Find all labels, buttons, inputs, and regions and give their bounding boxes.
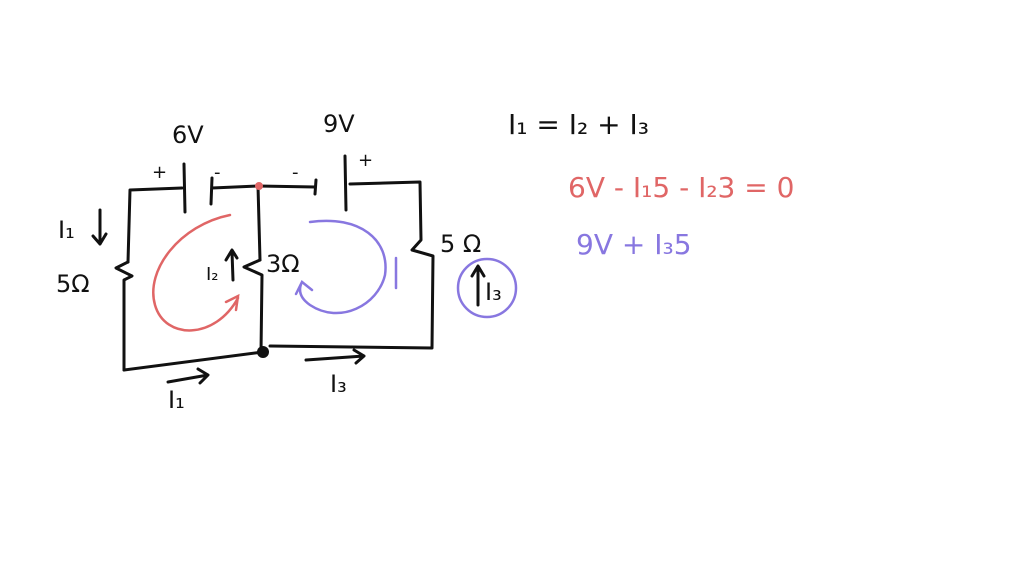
arrow-right-icon xyxy=(304,348,366,365)
resistor-left xyxy=(114,260,134,372)
resistor-middle xyxy=(242,258,264,354)
current-i1-left-label: I₁ xyxy=(58,216,75,244)
wire-left-top xyxy=(126,186,184,264)
resistor-middle-label: 3Ω xyxy=(266,250,300,278)
loop-left-arrow xyxy=(152,213,240,332)
equation-junction: I₁ = I₂ + I₃ xyxy=(508,108,649,141)
battery-right-long-plate xyxy=(343,154,348,212)
resistor-left-label: 5Ω xyxy=(56,270,90,298)
battery-left-minus: - xyxy=(214,162,221,183)
wire-right xyxy=(268,180,435,350)
equation-loop-left: 6V - I₁5 - I₂3 = 0 xyxy=(568,171,794,204)
current-i2-label: I₂ xyxy=(206,264,219,285)
loop-right-arrow xyxy=(294,219,387,315)
arrow-up-icon xyxy=(470,264,486,307)
arrow-down-icon xyxy=(91,208,108,246)
current-i3-bottom-label: I₃ xyxy=(330,370,347,398)
battery-left-plus: + xyxy=(152,162,167,183)
current-i1-bottom-label: I₁ xyxy=(168,386,185,414)
current-i3-circled-label: I₃ xyxy=(485,278,502,306)
circled-current-marker xyxy=(456,257,518,319)
wire-middle xyxy=(256,184,262,262)
battery-right-voltage: 9V xyxy=(323,110,355,138)
battery-right-minus: - xyxy=(292,162,299,183)
equation-loop-right: 9V + I₃5 xyxy=(576,228,692,261)
battery-left-voltage: 6V xyxy=(172,121,204,149)
node-top xyxy=(255,182,263,190)
battery-left-long-plate xyxy=(182,162,187,214)
battery-right-short-plate xyxy=(256,178,318,196)
node-bottom xyxy=(257,346,269,358)
battery-right-plus: + xyxy=(358,150,373,171)
wire-bottom-left xyxy=(122,350,265,372)
battery-left-short-plate xyxy=(209,176,260,206)
arrow-up-icon xyxy=(224,248,239,282)
resistor-right-label: 5 Ω xyxy=(440,230,481,258)
arrow-right-icon xyxy=(166,367,210,385)
